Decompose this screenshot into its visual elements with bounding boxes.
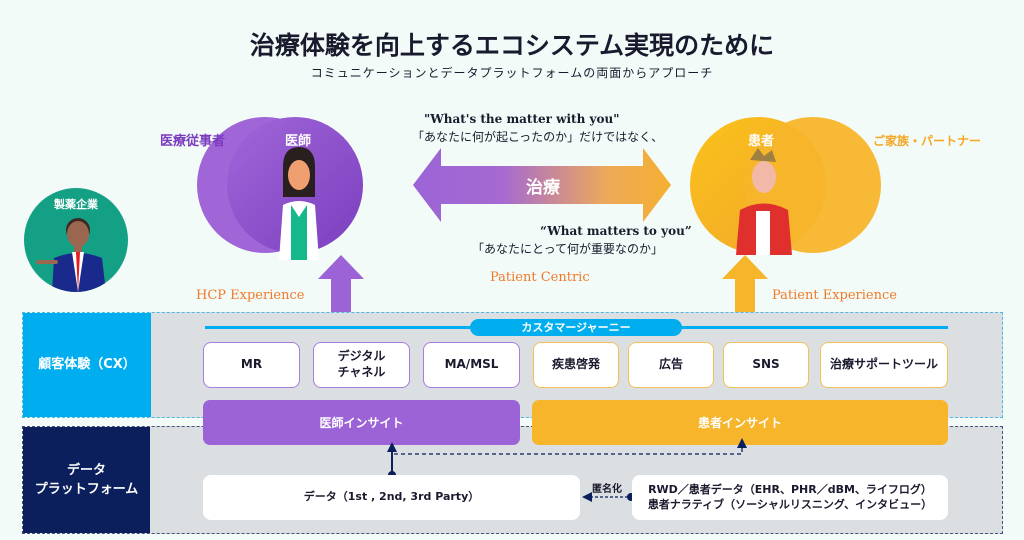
rwd-line-2: 患者ナラティブ（ソーシャルリスニング、インタビュー） — [647, 497, 933, 511]
rwd-box[interactable]: RWD／患者データ（EHR、PHR／dBM、ライフログ） 患者ナラティブ（ソーシ… — [632, 475, 948, 520]
patient-centric-label: Patient Centric — [490, 270, 590, 285]
quote-1-ja: 「あなたに何が起こったのか」だけではなく、 — [412, 130, 664, 144]
patient-up-arrow-icon — [722, 255, 768, 313]
doctor-label: 医師 — [285, 134, 312, 149]
quote-2-en: “What matters to you” — [540, 224, 692, 238]
quote-1-en: "What's the matter with you" — [424, 112, 620, 126]
data-platform-label: データ プラットフォーム — [23, 427, 150, 533]
double-arrow-icon — [413, 148, 671, 222]
channel-ma-msl[interactable]: MA/MSL — [423, 342, 520, 388]
patient-label: 患者 — [748, 134, 775, 149]
hcp-experience-label: HCP Experience — [196, 288, 305, 303]
channel-mr[interactable]: MR — [203, 342, 300, 388]
journey-pill: カスタマージャーニー — [470, 319, 682, 336]
channel-advertising[interactable]: 広告 — [628, 342, 714, 388]
family-label: ご家族・パートナー — [873, 134, 982, 148]
treatment-label: 治療 — [526, 178, 560, 198]
channel-digital[interactable]: デジタル チャネル — [313, 342, 410, 388]
pharma-label: 製薬企業 — [54, 198, 98, 211]
patient-experience-label: Patient Experience — [772, 288, 897, 303]
data-box[interactable]: データ（1st , 2nd, 3rd Party） — [203, 475, 580, 520]
page-subtitle: コミュニケーションとデータプラットフォームの両面からアプローチ — [310, 66, 714, 80]
cx-label: 顧客体験（CX） — [23, 313, 151, 417]
anonymize-label: 匿名化 — [592, 484, 622, 495]
channel-support-tool[interactable]: 治療サポートツール — [820, 342, 948, 388]
hcp-up-arrow-icon — [318, 255, 364, 313]
doctor-icon — [279, 147, 319, 260]
hcp-group-label: 医療従事者 — [160, 134, 226, 149]
rwd-line-1: RWD／患者データ（EHR、PHR／dBM、ライフログ） — [648, 482, 932, 496]
hcp-circles — [197, 117, 363, 260]
patient-icon — [736, 148, 792, 255]
patient-circles — [690, 117, 881, 255]
businessman-icon — [36, 218, 106, 292]
pharma-circle: 製薬企業 — [24, 188, 128, 292]
patient-insight[interactable]: 患者インサイト — [532, 400, 948, 445]
page-title: 治療体験を向上するエコシステム実現のために — [249, 31, 775, 60]
doctor-insight[interactable]: 医師インサイト — [203, 400, 520, 445]
channel-sns[interactable]: SNS — [723, 342, 809, 388]
channel-disease-awareness[interactable]: 疾患啓発 — [533, 342, 619, 388]
quote-2-ja: 「あなたにとって何が重要なのか」 — [472, 242, 664, 256]
